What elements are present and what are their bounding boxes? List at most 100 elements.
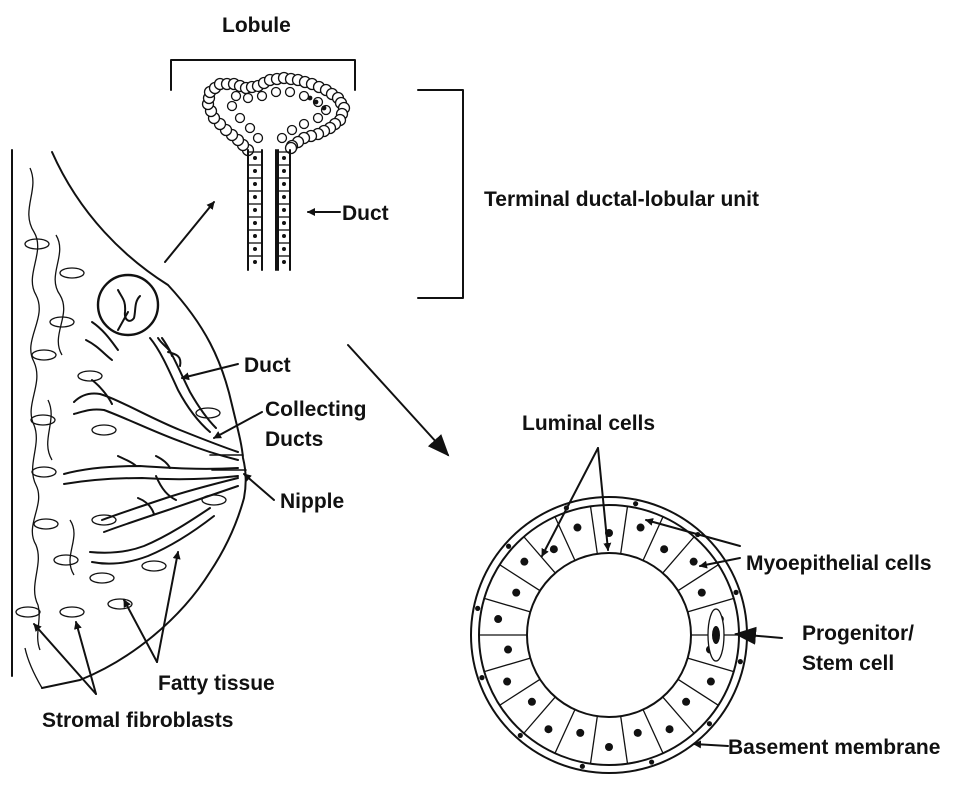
myoepithelial-cell-nucleus — [475, 606, 480, 611]
lobule-cell — [254, 134, 263, 143]
lobule-cell — [244, 94, 253, 103]
duct-cell-nucleus — [253, 195, 257, 199]
luminal-cell-nucleus — [660, 545, 668, 553]
duct-cell-nucleus — [282, 260, 286, 264]
lobule-cell — [300, 92, 309, 101]
duct-cell-nucleus — [282, 247, 286, 251]
luminal-cell-wall — [500, 565, 540, 591]
luminal-cell-nucleus — [666, 725, 674, 733]
label-duct-breast: Duct — [244, 354, 291, 377]
luminal-cell-wall — [688, 658, 734, 672]
label-basement-membrane: Basement membrane — [728, 736, 940, 759]
luminal-cell-nucleus — [520, 558, 528, 566]
acinus-cross-section — [471, 497, 747, 773]
duct-tree — [64, 275, 246, 564]
myoepithelial-cell-nucleus — [707, 721, 712, 726]
duct-cell-nucleus — [253, 260, 257, 264]
label-ducts: Ducts — [265, 428, 323, 451]
luminal-cell-wall — [621, 506, 628, 554]
lobule-cell — [258, 92, 267, 101]
luminal-cell-nucleus — [512, 589, 520, 597]
label-progenitor: Progenitor/ — [802, 622, 914, 645]
tdlu-bracket — [418, 90, 463, 298]
label-fatty-tissue: Fatty tissue — [158, 672, 275, 695]
lobule-cell — [246, 124, 255, 133]
luminal-cell-nucleus — [494, 615, 502, 623]
luminal-cell-nucleus — [698, 589, 706, 597]
luminal-cell-nucleus — [637, 524, 645, 532]
luminal-cell-wall — [678, 565, 718, 591]
luminal-cell-nucleus — [544, 725, 552, 733]
lobule-cell — [228, 102, 237, 111]
luminal-cell-wall — [643, 710, 663, 754]
lobule-cell — [314, 114, 323, 123]
duct-cell-nucleus — [282, 208, 286, 212]
luminal-cell-nucleus — [576, 729, 584, 737]
lobule-cell — [236, 114, 245, 123]
duct-cell-nucleus — [282, 156, 286, 160]
lobule-cell — [278, 134, 287, 143]
lobule-illustration — [171, 60, 463, 298]
lobule-cell — [272, 88, 281, 97]
duct-cell-nucleus — [253, 221, 257, 225]
luminal-cell-nucleus — [707, 678, 715, 686]
luminal-cell-wall — [524, 537, 555, 573]
label-luminal-cells: Luminal cells — [522, 412, 655, 435]
duct-cell-nucleus — [282, 182, 286, 186]
luminal-cell-wall — [555, 710, 575, 754]
myoepithelial-cell-nucleus — [580, 764, 585, 769]
label-myoepithelial-cells: Myoepithelial cells — [746, 552, 932, 575]
duct-cell-nucleus — [253, 169, 257, 173]
luminal-cell-nucleus — [528, 698, 536, 706]
luminal-cell-nucleus — [682, 698, 690, 706]
progenitor-stem-cell-nucleus — [712, 626, 720, 644]
lobule-nucleus — [308, 96, 313, 101]
lobule-cell — [288, 126, 297, 135]
luminal-cell-wall — [484, 598, 530, 612]
label-stem-cell: Stem cell — [802, 652, 894, 675]
label-terminal-ductal-lobular-unit: Terminal ductal-lobular unit — [484, 188, 759, 211]
label-duct-lobule: Duct — [342, 202, 389, 225]
luminal-cell-wall — [663, 537, 694, 573]
luminal-cell-nucleus — [550, 545, 558, 553]
stroma-lines — [29, 168, 74, 650]
myoepithelial-cell-nucleus — [479, 675, 484, 680]
luminal-cell-wall — [621, 716, 628, 764]
myoepithelial-cell-nucleus — [733, 590, 738, 595]
label-lobule: Lobule — [222, 14, 291, 37]
lobule-cell — [232, 92, 241, 101]
luminal-cell-nucleus — [605, 743, 613, 751]
luminal-cell-wall — [590, 716, 597, 764]
lobule-cell — [300, 120, 309, 129]
duct-cell-nucleus — [282, 234, 286, 238]
myoepithelial-cell-nucleus — [649, 759, 654, 764]
luminal-cell-nucleus — [690, 558, 698, 566]
duct-cell-nucleus — [253, 182, 257, 186]
duct-cell-nucleus — [282, 195, 286, 199]
duct-cell-nucleus — [253, 234, 257, 238]
myoepithelial-cell-nucleus — [518, 733, 523, 738]
label-stromal-fibroblasts: Stromal fibroblasts — [42, 709, 233, 732]
luminal-cell-nucleus — [573, 524, 581, 532]
duct-cell-nucleus — [253, 156, 257, 160]
myoepithelial-cell-nucleus — [506, 544, 511, 549]
myoepithelial-cell-nucleus — [738, 659, 743, 664]
luminal-cell-nucleus — [503, 678, 511, 686]
zoom-arrow-lobule — [165, 202, 214, 262]
luminal-cell-nucleus — [634, 729, 642, 737]
lobule-nucleus — [314, 100, 319, 105]
lobule-cell — [286, 88, 295, 97]
duct-cell-nucleus — [282, 169, 286, 173]
label-nipple: Nipple — [280, 490, 344, 513]
luminal-cell-wall — [590, 506, 597, 554]
myoepithelial-cell-nucleus — [633, 501, 638, 506]
lobule-nucleus — [322, 106, 327, 111]
duct-cell-nucleus — [253, 208, 257, 212]
duct-cell-nucleus — [253, 247, 257, 251]
duct-cell-nucleus — [282, 221, 286, 225]
luminal-cell-wall — [484, 658, 530, 672]
label-collecting: Collecting — [265, 398, 367, 421]
luminal-cell-wall — [688, 598, 734, 612]
